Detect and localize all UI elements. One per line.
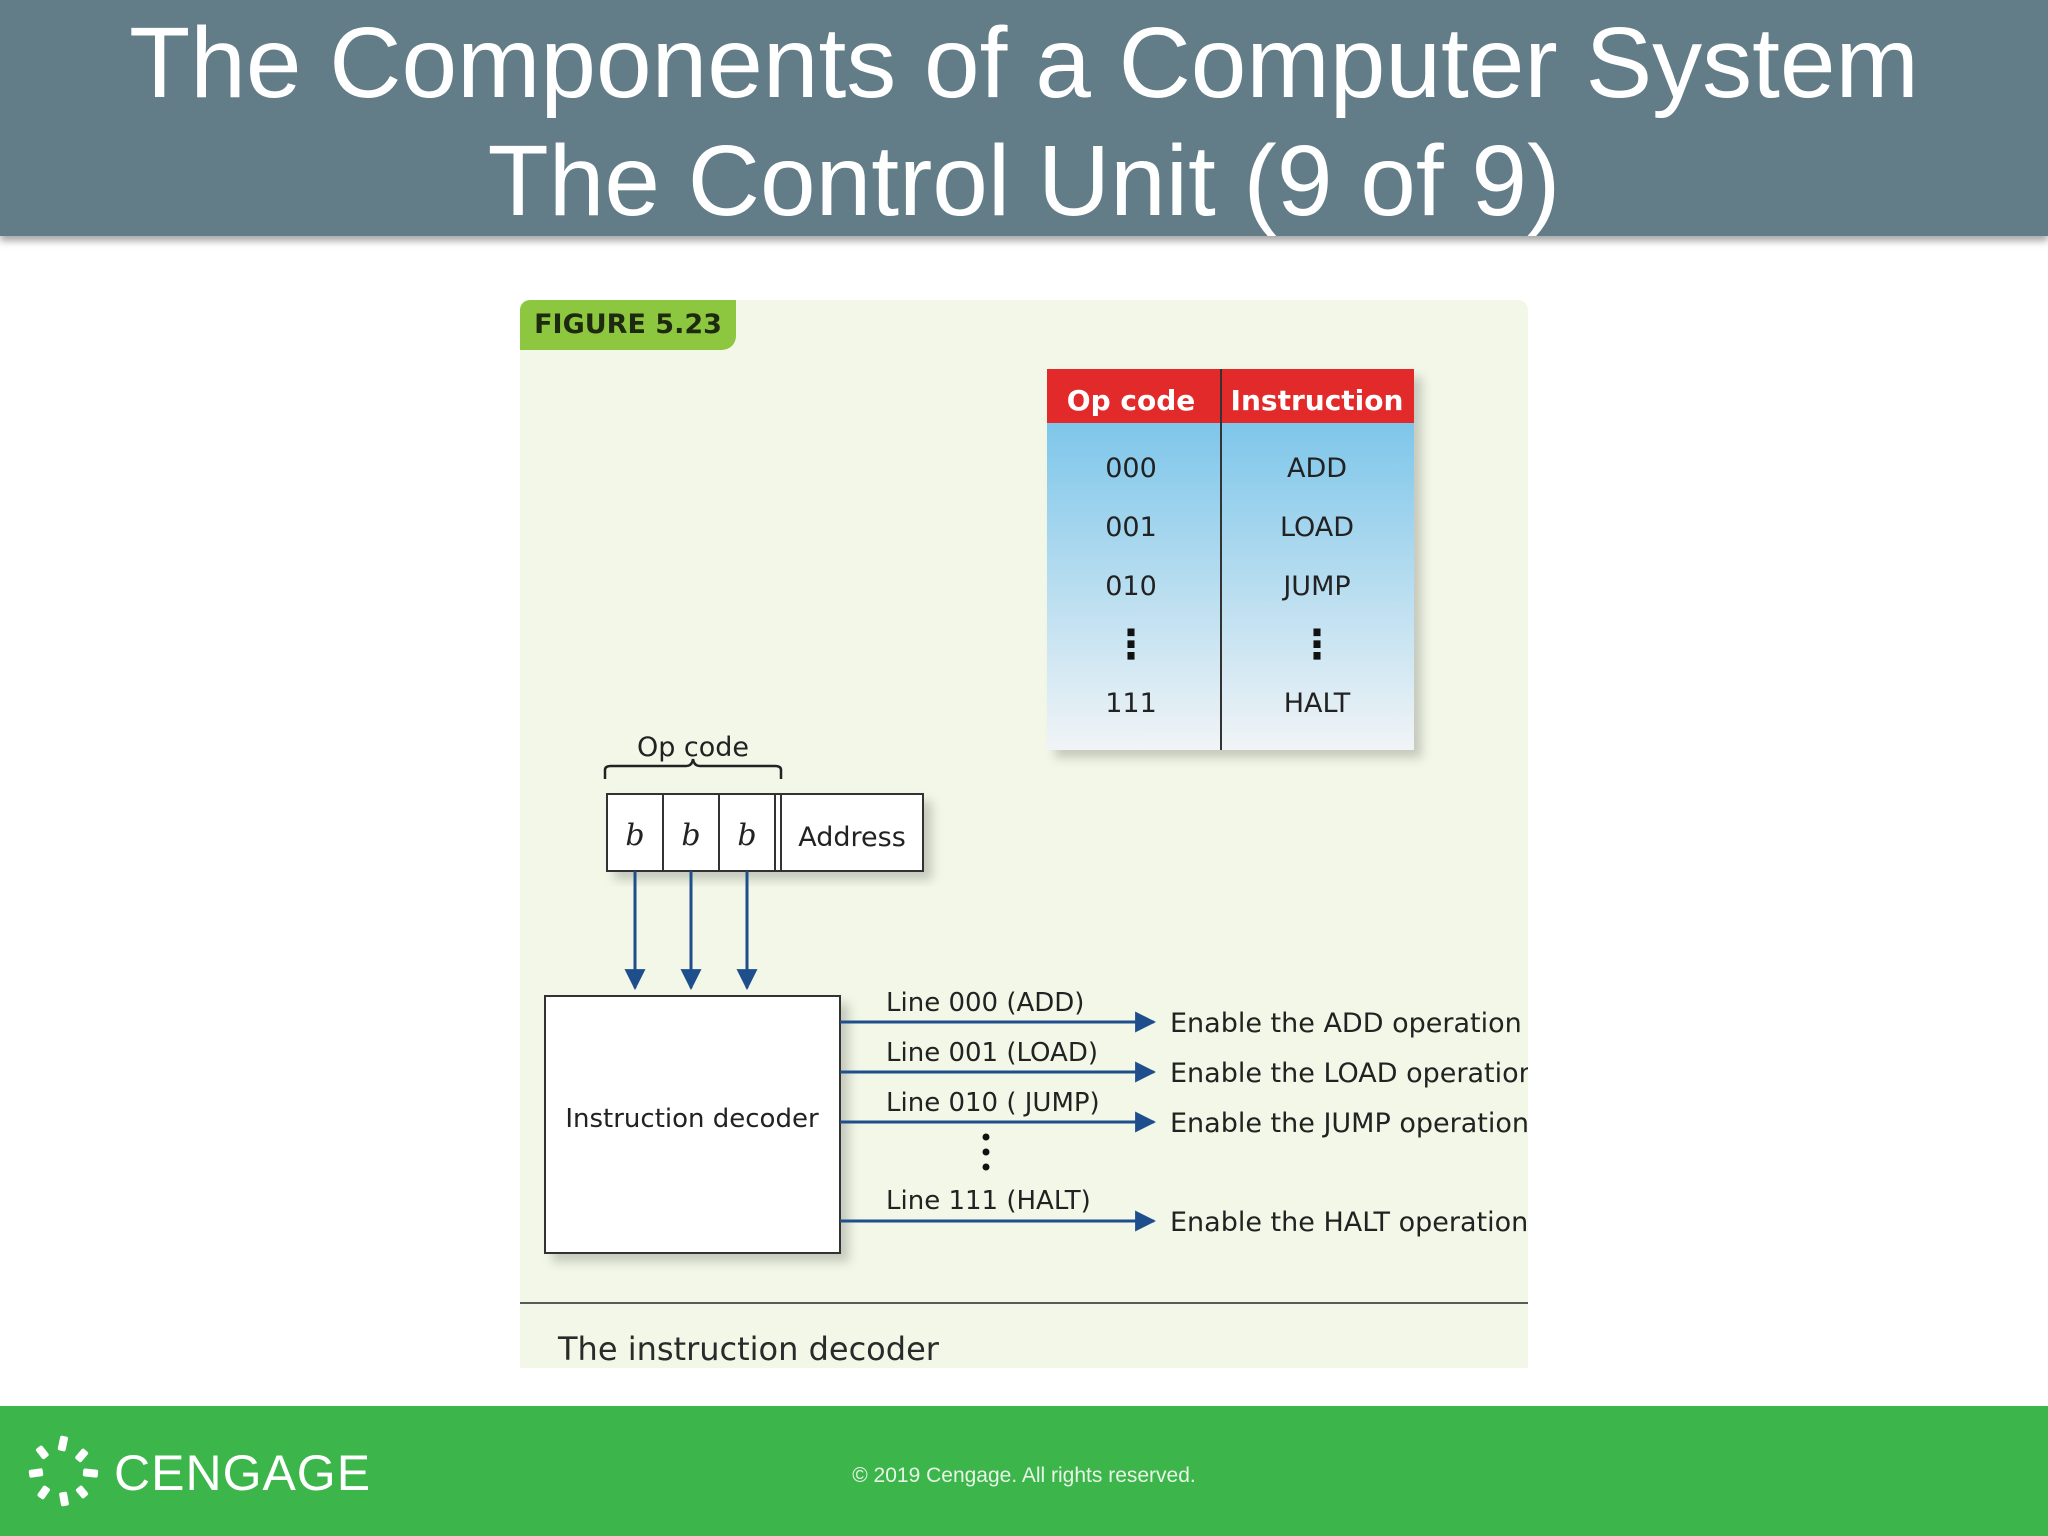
slide-title-line1: The Components of a Computer System — [129, 7, 1919, 119]
opcode-table — [1047, 369, 1414, 750]
cengage-logo-text: CENGAGE — [114, 1445, 372, 1501]
decoder-line-label: Line 001 (LOAD) — [886, 1038, 1098, 1068]
opcode-bit: b — [625, 818, 644, 853]
slide-header: The Components of a Computer System The … — [0, 0, 2048, 237]
opcode-cell: 001 — [1105, 512, 1157, 543]
address-field: Address — [798, 822, 906, 853]
instruction-cell: JUMP — [1281, 571, 1350, 602]
instruction-register-body — [606, 793, 924, 872]
figure-caption: The instruction decoder — [558, 1330, 939, 1368]
opcode-brace — [603, 758, 783, 779]
instruction-register — [606, 793, 924, 872]
instruction-decoder-diagram: Op code Instruction 000 ADD 001 LOAD 010… — [544, 369, 1528, 1254]
opcode-cell: 000 — [1105, 453, 1157, 484]
ellipsis-dot — [982, 1148, 990, 1156]
opcode-brace-label: Op code — [637, 732, 749, 763]
opcode-table-header — [1047, 369, 1414, 423]
slide-title-line2: The Control Unit (9 of 9) — [487, 125, 1561, 237]
enable-operation-label: Enable the LOAD operation — [1170, 1058, 1528, 1089]
caption-divider — [520, 1302, 1528, 1304]
figure-label: FIGURE 5.23 — [520, 300, 736, 350]
instruction-decoder-box — [544, 995, 841, 1254]
enable-operation-label: Enable the ADD operation — [1170, 1008, 1522, 1039]
enable-operation-label: Enable the JUMP operation — [1170, 1108, 1528, 1139]
opcode-bit: b — [681, 818, 700, 853]
opcode-ellipsis: ⋮ — [1111, 622, 1151, 668]
decoder-line-label: Line 010 ( JUMP) — [886, 1088, 1100, 1118]
opcode-bit: b — [737, 818, 756, 853]
instruction-decoder — [544, 995, 841, 1254]
decoder-lines-ellipsis — [982, 1133, 990, 1171]
instruction-decoder-label: Instruction decoder — [565, 1104, 819, 1134]
decoder-line-label: Line 111 (HALT) — [886, 1186, 1091, 1216]
decoder-line-label: Line 000 (ADD) — [886, 988, 1084, 1018]
enable-operation-label: Enable the HALT operation — [1170, 1207, 1528, 1238]
copyright-notice: © 2019 Cengage. All rights reserved. — [852, 1464, 1196, 1487]
opcode-cell: 010 — [1105, 571, 1157, 602]
opcode-table-body — [1047, 423, 1414, 750]
ellipsis-dot — [982, 1133, 990, 1141]
opcode-table-header-instruction: Instruction — [1231, 384, 1404, 417]
slide-footer: CENGAGE © 2019 Cengage. All rights reser… — [0, 1406, 2048, 1536]
cengage-logo-icon — [28, 1435, 99, 1507]
instruction-cell: ADD — [1287, 453, 1347, 484]
instruction-cell: LOAD — [1280, 512, 1354, 543]
instruction-cell: HALT — [1284, 688, 1351, 719]
instruction-ellipsis: ⋮ — [1297, 622, 1337, 668]
ellipsis-dot — [982, 1163, 990, 1171]
opcode-table-header-opcode: Op code — [1067, 384, 1195, 417]
opcode-cell: 111 — [1105, 688, 1157, 719]
figure-panel: Op code Instruction 000 ADD 001 LOAD 010… — [520, 300, 1528, 1368]
